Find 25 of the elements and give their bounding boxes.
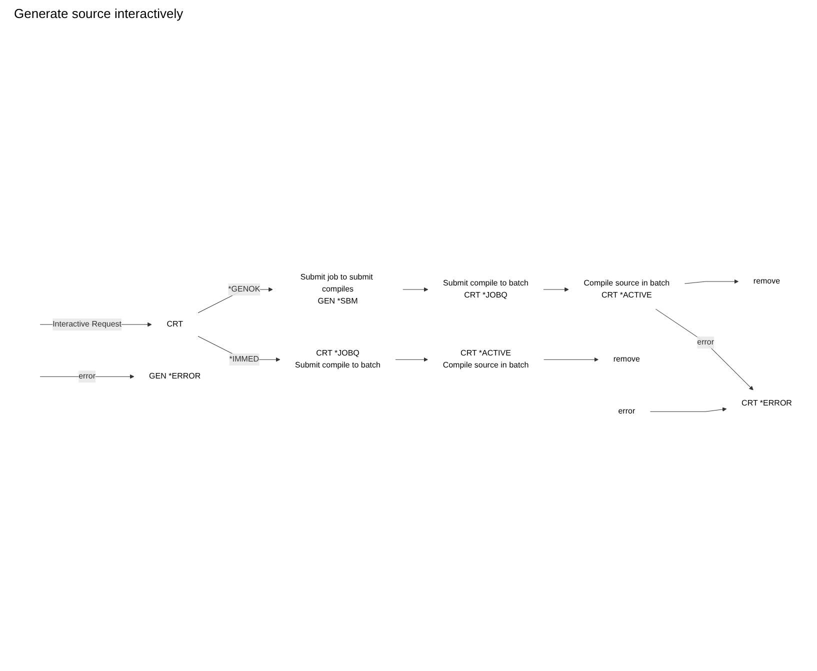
node-text: CRT *JOBQ Submit compile to batch <box>295 349 380 370</box>
arrow <box>395 358 428 362</box>
node-text: Submit compile to batch CRT *JOBQ <box>443 279 528 300</box>
node-text: Submit job to submit compiles GEN *SBM <box>300 273 373 306</box>
node-text: CRT <box>166 320 184 329</box>
node-text: remove <box>753 277 780 286</box>
arrow <box>40 374 134 380</box>
arrow <box>684 280 739 284</box>
arrow <box>543 358 598 362</box>
arrow <box>655 309 754 391</box>
node-text: CRT *ACTIVE Compile source in batch <box>442 349 529 370</box>
node-text: Compile source in batch CRT *ACTIVE <box>584 279 670 300</box>
edge-label: *IMMED <box>229 356 260 364</box>
arrow <box>543 288 569 292</box>
note-text: Generate source interactively <box>14 6 184 21</box>
edge-label: error <box>78 372 96 382</box>
node-text: GEN *ERROR <box>149 372 201 382</box>
node-text: error <box>618 408 636 416</box>
node-text: CRT *ERROR <box>742 400 792 408</box>
arrow <box>650 408 727 412</box>
edge-label: Interactive Request <box>52 320 122 329</box>
node-text: remove <box>613 356 640 364</box>
edge-label: *GENOK <box>228 285 260 294</box>
edge-label: error <box>697 338 714 347</box>
arrow <box>402 288 428 292</box>
